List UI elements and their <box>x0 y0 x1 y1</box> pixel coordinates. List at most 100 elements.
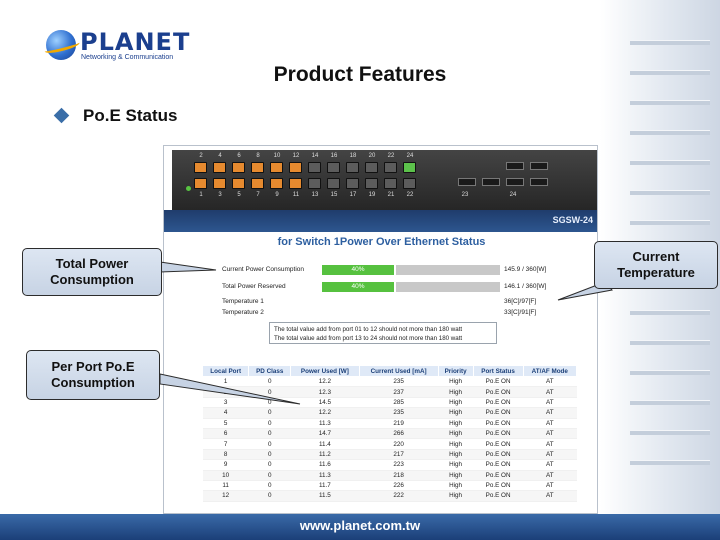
port-number-label: 19 <box>368 192 376 198</box>
ethernet-port-icon <box>365 162 378 173</box>
table-cell: 217 <box>359 449 439 461</box>
sfp-slot-icon <box>506 162 524 170</box>
ethernet-port-icon <box>194 162 207 173</box>
temperature-1-value: 36[C]/97[F] <box>504 298 537 305</box>
table-cell: 222 <box>359 490 439 502</box>
table-cell: 11.3 <box>290 470 360 481</box>
table-header-cell: AT/AF Mode <box>522 365 578 377</box>
logo-wordmark: PLANET <box>80 28 191 56</box>
table-cell: 11.6 <box>290 459 360 471</box>
ethernet-port-icon <box>403 178 416 189</box>
table-cell: AT <box>523 407 577 419</box>
table-cell: 12.3 <box>290 386 360 398</box>
table-cell: 5 <box>202 418 249 429</box>
ethernet-port-icon <box>270 178 283 189</box>
bullet-diamond-icon <box>53 107 70 124</box>
reserved-power-label: Total Power Reserved <box>222 283 286 290</box>
table-cell: 0 <box>248 386 291 398</box>
current-power-value: 145.9 / 360[W] <box>504 266 547 273</box>
port-number-label: 1 <box>199 192 203 198</box>
table-cell: Po.E ON <box>473 407 524 419</box>
table-cell: High <box>438 407 474 419</box>
globe-icon <box>46 30 76 60</box>
ethernet-port-icon <box>346 162 359 173</box>
port-number-label: 23 <box>461 192 469 198</box>
temperature-2-value: 33[C]/91[F] <box>504 309 537 316</box>
ethernet-port-icon <box>327 178 340 189</box>
ethernet-port-icon <box>346 178 359 189</box>
sfp-slot-icon <box>530 178 548 186</box>
port-number-label: 8 <box>256 153 260 159</box>
reserved-power-bar: 40% <box>322 282 394 292</box>
port-number-label: 3 <box>218 192 222 198</box>
ethernet-port-icon <box>194 178 207 189</box>
table-cell: AT <box>523 397 577 409</box>
table-cell: 0 <box>248 438 291 450</box>
ethernet-port-icon <box>308 162 321 173</box>
port-number-label: 24 <box>509 192 517 198</box>
table-header-cell: Current Used [mA] <box>358 365 439 377</box>
table-cell: 0 <box>248 418 291 429</box>
table-cell: 266 <box>359 428 439 440</box>
total-power-callout: Total Power Consumption <box>22 248 162 296</box>
ethernet-port-icon <box>308 178 321 189</box>
table-cell: Po.E ON <box>473 470 524 481</box>
table-cell: Po.E ON <box>473 428 524 440</box>
table-cell: 226 <box>359 480 439 492</box>
table-cell: 12.2 <box>290 407 360 419</box>
ethernet-port-icon <box>232 162 245 173</box>
table-cell: 220 <box>359 438 439 450</box>
table-cell: AT <box>523 418 577 429</box>
table-cell: High <box>438 480 474 492</box>
table-cell: 235 <box>359 407 439 419</box>
temperature-1-label: Temperature 1 <box>222 298 264 305</box>
port-number-label: 7 <box>256 192 260 198</box>
table-cell: 3 <box>202 397 249 409</box>
bullet-heading: Po.E Status <box>83 106 178 125</box>
port-number-label: 14 <box>311 153 319 159</box>
port-number-label: 20 <box>368 153 376 159</box>
port-number-label: 4 <box>218 153 222 159</box>
logo-tagline: Networking & Communication <box>81 54 174 61</box>
table-cell: 11.4 <box>290 438 360 450</box>
ethernet-port-icon <box>365 178 378 189</box>
table-cell: 0 <box>248 376 291 388</box>
table-cell: High <box>438 438 474 450</box>
table-cell: Po.E ON <box>473 438 524 450</box>
table-cell: 9 <box>202 459 249 471</box>
table-cell: 11.2 <box>290 449 360 461</box>
table-cell: 11.3 <box>290 418 360 429</box>
port-number-label: 18 <box>349 153 357 159</box>
port-number-label: 2 <box>199 153 203 159</box>
ethernet-port-icon <box>384 178 397 189</box>
port-number-label: 13 <box>311 192 319 198</box>
sfp-slot-icon <box>458 178 476 186</box>
ethernet-port-icon <box>251 178 264 189</box>
power-led-icon <box>186 186 191 191</box>
port-number-label: 24 <box>406 153 414 159</box>
table-cell: 11.5 <box>290 490 360 502</box>
table-cell: AT <box>523 376 577 388</box>
table-cell: High <box>438 428 474 440</box>
port-number-label: 22 <box>406 192 414 198</box>
table-cell: High <box>438 386 474 398</box>
table-cell: 0 <box>248 470 291 481</box>
ethernet-port-icon <box>327 162 340 173</box>
ethernet-port-icon <box>289 178 302 189</box>
port-number-label: 6 <box>237 153 241 159</box>
table-cell: 0 <box>248 449 291 461</box>
power-limit-note: The total value add from port 01 to 12 s… <box>269 322 497 344</box>
table-cell: High <box>438 459 474 471</box>
table-cell: 237 <box>359 386 439 398</box>
per-port-consumption-callout: Per Port Po.E Consumption <box>26 350 160 400</box>
ethernet-port-icon <box>403 162 416 173</box>
